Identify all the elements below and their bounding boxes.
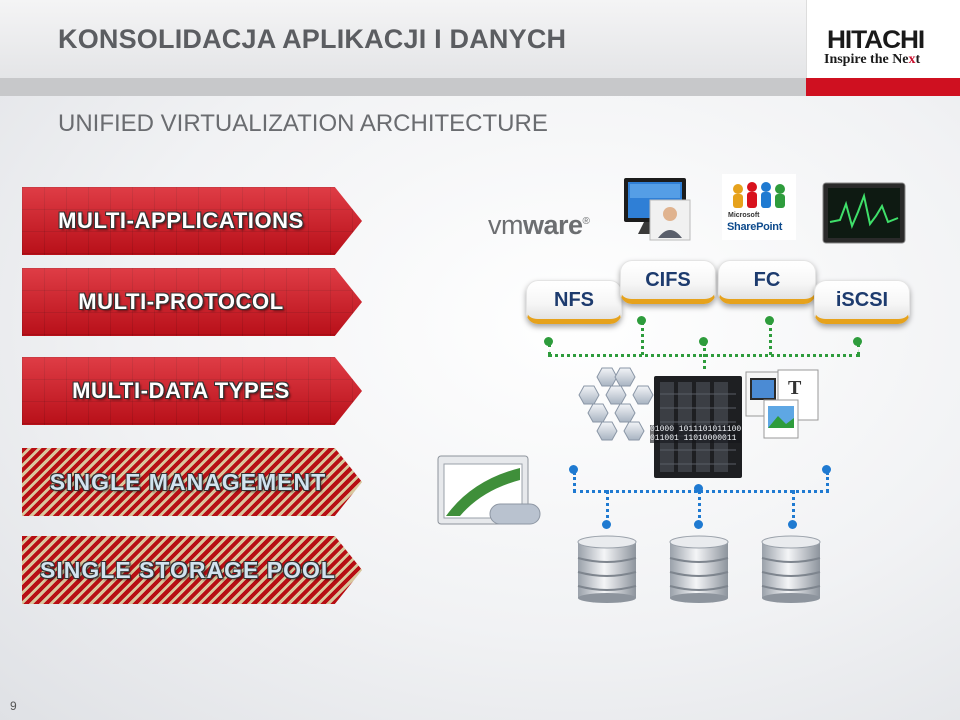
slide-subtitle: UNIFIED VIRTUALIZATION ARCHITECTURE: [58, 110, 548, 137]
arrow-label: MULTI-PROTOCOL: [78, 289, 284, 314]
database-icon: [577, 535, 637, 603]
sharepoint-label-top: Microsoft: [728, 212, 760, 219]
connector-dot: [765, 316, 774, 325]
arrow-multi-protocol: MULTI-PROTOCOL: [22, 268, 362, 336]
logo-brand: HITACHI: [827, 26, 925, 54]
protocol-fc: FC: [718, 260, 816, 304]
arrow-label: SINGLE STORAGE POOL: [40, 556, 336, 583]
connector-dot: [637, 316, 646, 325]
media-files-icon: T: [745, 369, 819, 439]
header-divider: [0, 78, 960, 96]
connector-line: [769, 322, 772, 355]
arrow-label: MULTI-APPLICATIONS: [58, 208, 304, 233]
logo-red-bar: [806, 78, 960, 96]
arrow-label: MULTI-DATA TYPES: [72, 378, 290, 403]
connector-dot: [822, 465, 831, 474]
vmware-logo: vmware®: [488, 210, 590, 240]
protocol-iscsi: iSCSI: [814, 280, 910, 324]
text-glyph: T: [788, 377, 802, 399]
people-icon: [733, 182, 785, 208]
header-bar: [0, 0, 806, 78]
page-number: 9: [10, 699, 17, 713]
connector-line: [606, 490, 609, 526]
connector-line: [698, 490, 701, 526]
monitoring-chart-icon: [822, 182, 906, 244]
hexagon-cluster-icon: [578, 367, 654, 441]
protocol-nfs: NFS: [526, 280, 622, 324]
connector-line: [641, 322, 644, 355]
connector-dot: [569, 465, 578, 474]
connector-dot: [694, 520, 703, 529]
arrow-multi-data-types: MULTI-DATA TYPES: [22, 357, 362, 425]
binary-line: 011001 11010000011: [650, 434, 737, 443]
database-icon: [669, 535, 729, 603]
connector-bus: [548, 354, 860, 357]
protocol-cifs: CIFS: [620, 260, 716, 304]
connector-dot: [694, 484, 703, 493]
arrow-label: SINGLE MANAGEMENT: [49, 468, 327, 495]
sharepoint-logo: Microsoft SharePoint: [722, 174, 796, 240]
connector-line: [857, 344, 860, 355]
slide-title: KONSOLIDACJA APLIKACJI I DANYCH: [58, 24, 567, 54]
connector-dot: [602, 520, 611, 529]
connector-line: [573, 472, 576, 492]
database-icon: [761, 535, 821, 603]
sharepoint-label: SharePoint: [727, 221, 783, 233]
arrow-single-storage-pool: SINGLE STORAGE POOL: [22, 536, 362, 604]
connector-line: [548, 344, 551, 355]
connector-line: [792, 490, 795, 526]
connector-dot: [788, 520, 797, 529]
binary-line: 01000 1011101011100: [650, 425, 742, 434]
connector-line: [826, 472, 829, 492]
management-console-icon: [437, 455, 541, 525]
connector-dot: [853, 337, 862, 346]
user-monitor-icon: [624, 178, 691, 241]
arrow-single-management: SINGLE MANAGEMENT: [22, 448, 362, 516]
arrow-multi-applications: MULTI-APPLICATIONS: [22, 187, 362, 255]
logo-tagline: Inspire the Next: [824, 52, 921, 67]
connector-dot: [544, 337, 553, 346]
binary-data-strip: 01000 1011101011100 011001 11010000011: [650, 425, 742, 443]
connector-dot: [699, 337, 708, 346]
